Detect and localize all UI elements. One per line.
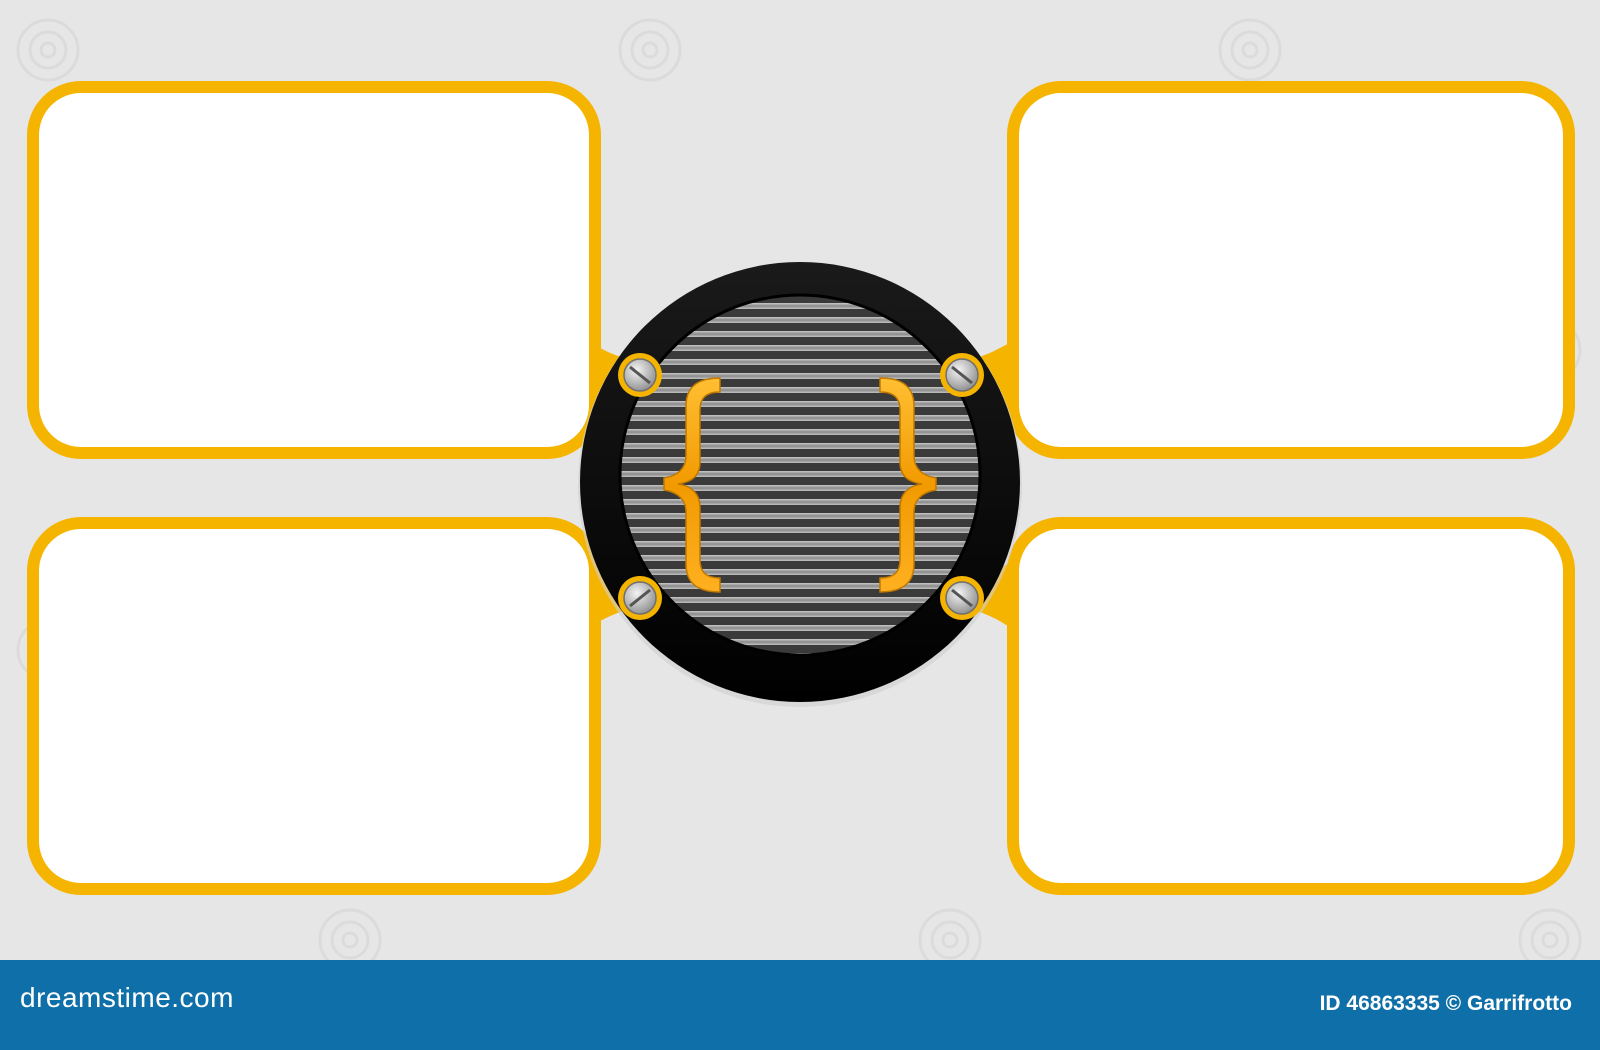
spiral-watermark-icon [1218, 18, 1282, 82]
text-box-bottom-right[interactable] [1007, 517, 1575, 895]
screw-top-right [940, 353, 984, 397]
disc-stripe-dark [620, 645, 980, 653]
disc-stripe-dark [620, 323, 980, 331]
text-box-bottom-left[interactable] [27, 517, 601, 895]
disc-stripe-light [620, 401, 980, 407]
disc-stripe-light [620, 513, 980, 519]
disc-stripe-light [620, 415, 980, 421]
disc-stripe-dark [620, 365, 980, 373]
disc-stripe-dark [620, 547, 980, 555]
disc-stripe-light [620, 345, 980, 351]
disc-stripe-dark [620, 519, 980, 527]
disc-stripe-light [620, 597, 980, 603]
disc-stripe-dark [620, 407, 980, 415]
disc-stripe-dark [620, 505, 980, 513]
disc-stripe-dark [620, 617, 980, 625]
text-box-top-right[interactable] [1007, 81, 1575, 459]
footer-logo: dreamstime.com [20, 982, 234, 1013]
spiral-watermark-icon [1518, 908, 1582, 960]
diagram-artwork [16, 18, 1582, 960]
spiral-watermark-icon [16, 18, 80, 82]
disc-stripe-light [620, 443, 980, 449]
disc-stripe-dark [620, 491, 980, 499]
disc-stripe-light [620, 359, 980, 365]
disc-stripe-dark [620, 309, 980, 317]
disc-stripe-light [620, 639, 980, 645]
curly-braces-icon [663, 377, 937, 593]
disc-stripe-light [620, 457, 980, 463]
disc-stripe-light [620, 331, 980, 337]
disc-stripe-dark [620, 379, 980, 387]
disc-stripe-light [620, 611, 980, 617]
disc-stripe-light [620, 583, 980, 589]
footer-credit: ID 46863335 © Garrifrotto [1319, 992, 1572, 1015]
disc-stripe-light [620, 429, 980, 435]
disc-stripe-dark [620, 351, 980, 359]
disc-stripe-dark [620, 477, 980, 485]
disc-stripe-light [620, 499, 980, 505]
disc-stripe-light [620, 485, 980, 491]
spiral-watermark-icon [918, 908, 982, 960]
disc-stripe-light [620, 555, 980, 561]
disc-stripe-dark [620, 421, 980, 429]
text-box-top-left[interactable] [27, 81, 601, 459]
disc-stripe-dark [620, 603, 980, 611]
disc-stripe-light [620, 541, 980, 547]
disc-stripe-dark [620, 575, 980, 583]
disc-stripe-light [620, 527, 980, 533]
disc-stripe-light [620, 471, 980, 477]
disc-stripe-light [620, 373, 980, 379]
striped-inner-disc [620, 295, 980, 655]
center-disc [578, 262, 1022, 707]
disc-stripe-light [620, 303, 980, 309]
disc-stripe-dark [620, 337, 980, 345]
disc-stripe-dark [620, 393, 980, 401]
disc-stripe-light [620, 569, 980, 575]
spiral-watermark-icon [618, 18, 682, 82]
screw-bottom-left [618, 576, 662, 620]
disc-stripe-light [620, 317, 980, 323]
screw-top-left [618, 353, 662, 397]
disc-stripe-dark [620, 295, 980, 303]
screw-bottom-right [940, 576, 984, 620]
disc-stripe-dark [620, 631, 980, 639]
disc-stripe-dark [620, 589, 980, 597]
disc-stripe-dark [620, 463, 980, 471]
footer-bar: dreamstime.com ID 46863335 © Garrifrotto [0, 960, 1600, 1050]
spiral-watermark-icon [318, 908, 382, 960]
disc-stripe-dark [620, 449, 980, 457]
disc-stripe-dark [620, 533, 980, 541]
disc-stripe-light [620, 625, 980, 631]
disc-stripe-light [620, 387, 980, 393]
disc-stripe-dark [620, 435, 980, 443]
disc-stripe-dark [620, 561, 980, 569]
